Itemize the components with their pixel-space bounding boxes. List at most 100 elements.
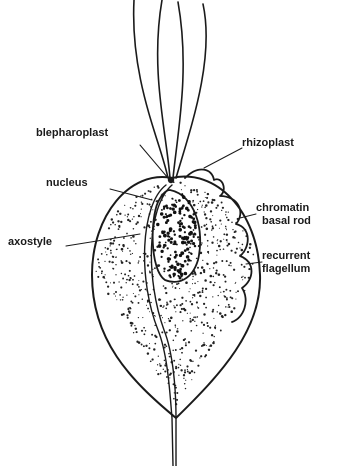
granule bbox=[119, 213, 121, 215]
granule bbox=[171, 283, 173, 285]
granule bbox=[175, 366, 177, 368]
nucleus-granule bbox=[173, 211, 177, 215]
granule bbox=[110, 245, 111, 246]
granule bbox=[113, 240, 115, 242]
granule bbox=[163, 369, 164, 370]
nucleus-granule bbox=[179, 268, 182, 271]
granule bbox=[209, 281, 211, 283]
nucleus-granule bbox=[168, 236, 170, 238]
granule bbox=[136, 331, 138, 333]
granule bbox=[178, 375, 179, 376]
granule bbox=[235, 283, 236, 284]
granule bbox=[192, 361, 193, 362]
granule bbox=[192, 276, 193, 277]
nucleus-granule bbox=[174, 204, 176, 206]
granule bbox=[223, 233, 225, 235]
nucleus-granule bbox=[179, 225, 181, 227]
nucleus-granule bbox=[171, 265, 174, 268]
nucleus-granule bbox=[163, 216, 166, 219]
granule bbox=[133, 240, 134, 241]
granule bbox=[221, 315, 224, 318]
nucleus-granule bbox=[180, 222, 183, 225]
granule bbox=[225, 226, 227, 228]
nucleus-granule bbox=[188, 225, 191, 228]
nucleus-granule bbox=[163, 234, 167, 238]
granule bbox=[133, 228, 135, 230]
granule bbox=[175, 311, 176, 312]
granule bbox=[166, 302, 168, 304]
nucleus-granule bbox=[169, 214, 172, 217]
granule bbox=[160, 373, 162, 375]
granule bbox=[123, 245, 125, 247]
granule bbox=[213, 284, 215, 286]
granule bbox=[169, 329, 171, 331]
granule bbox=[221, 224, 222, 225]
granule bbox=[120, 221, 122, 223]
granule bbox=[225, 281, 227, 283]
granule bbox=[150, 238, 151, 239]
granule bbox=[127, 248, 128, 249]
granule bbox=[143, 327, 145, 329]
granule bbox=[203, 313, 205, 315]
granule bbox=[150, 221, 152, 223]
label-blepharoplast: blepharoplast bbox=[36, 127, 108, 139]
granule bbox=[169, 300, 171, 302]
granule bbox=[252, 254, 254, 256]
granule bbox=[116, 299, 117, 300]
granule bbox=[164, 360, 165, 361]
granule bbox=[173, 398, 175, 400]
granule bbox=[143, 226, 145, 228]
granule bbox=[173, 360, 175, 362]
granule bbox=[147, 352, 149, 354]
granule bbox=[99, 267, 101, 269]
granule bbox=[202, 205, 203, 206]
granule bbox=[110, 242, 113, 245]
granule bbox=[234, 251, 236, 253]
granule bbox=[126, 294, 127, 295]
granule bbox=[213, 236, 215, 238]
granule bbox=[127, 307, 129, 309]
granule bbox=[143, 253, 144, 254]
nucleus-granule bbox=[169, 207, 172, 210]
granule bbox=[213, 262, 215, 264]
granule bbox=[130, 207, 132, 209]
nucleus-granule bbox=[177, 275, 179, 277]
granule bbox=[101, 270, 103, 272]
granule bbox=[226, 239, 228, 241]
granule bbox=[121, 248, 124, 251]
granule bbox=[146, 305, 147, 306]
nucleus-granule bbox=[192, 242, 195, 245]
nucleus-granule bbox=[180, 273, 183, 276]
nucleus-granule bbox=[177, 269, 180, 272]
nucleus-granule bbox=[181, 207, 184, 210]
granule bbox=[189, 291, 190, 292]
granule bbox=[204, 192, 205, 193]
granule bbox=[192, 319, 194, 321]
granule bbox=[209, 327, 211, 329]
granule bbox=[222, 207, 224, 209]
nucleus-granule bbox=[160, 212, 163, 215]
granule bbox=[191, 303, 193, 305]
granule bbox=[174, 299, 176, 301]
nucleus-granule bbox=[193, 229, 195, 231]
granule bbox=[227, 241, 228, 242]
granule bbox=[138, 262, 140, 264]
granule bbox=[239, 247, 240, 248]
granule bbox=[126, 279, 128, 281]
granule bbox=[153, 348, 155, 350]
granule bbox=[193, 317, 195, 319]
nucleus-granule bbox=[193, 221, 197, 225]
granule bbox=[176, 399, 178, 401]
granule bbox=[202, 290, 204, 292]
granule bbox=[162, 307, 163, 308]
granule bbox=[134, 275, 136, 277]
granule bbox=[148, 204, 150, 206]
granule bbox=[219, 286, 221, 288]
granule bbox=[175, 335, 177, 337]
granule bbox=[196, 325, 198, 327]
granule bbox=[133, 332, 134, 333]
granule bbox=[97, 258, 99, 260]
nucleus-granule bbox=[182, 204, 185, 207]
granule bbox=[149, 272, 151, 274]
granule bbox=[190, 191, 192, 193]
